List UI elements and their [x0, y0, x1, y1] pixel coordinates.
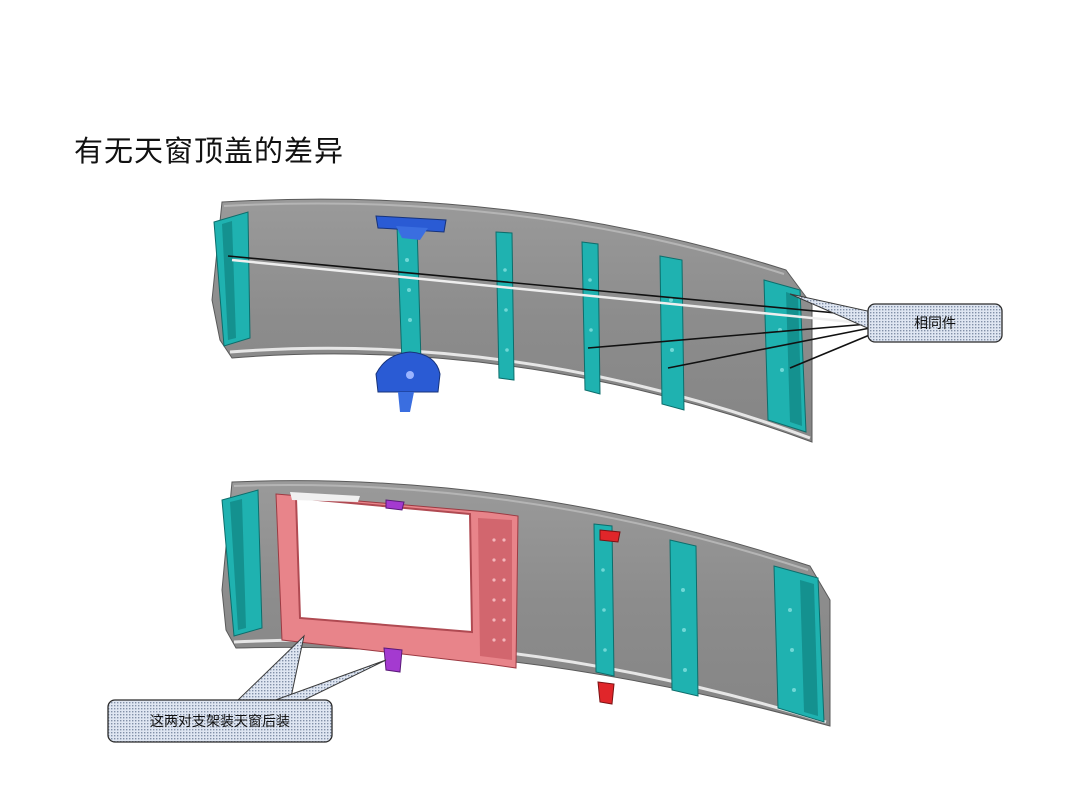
- roof-bow-sunroof-1: [593, 523, 615, 677]
- callout-sunroof-brackets-text: 这两对支架装天窗后装: [150, 713, 290, 730]
- callout-sunroof-brackets: 这两对支架装天窗后装: [107, 699, 333, 743]
- same-parts-leaders: [227, 255, 873, 369]
- roof-bow-sunroof-2: [669, 539, 699, 697]
- slide-title: 有无天窗顶盖的差异: [74, 134, 345, 168]
- roof-bow-4: [659, 255, 685, 411]
- callout-same-parts-text: 相同件: [914, 316, 956, 332]
- purple-bracket-front: [385, 499, 405, 511]
- roof-bow-3: [581, 241, 601, 395]
- roof-bow-2: [495, 231, 515, 381]
- roof-edge-highlight: [229, 346, 811, 440]
- callout-same-parts: 相同件: [867, 303, 1003, 343]
- sunroof-opening: [294, 496, 474, 634]
- roof-with-sunroof: [221, 480, 831, 727]
- roof-without-sunroof: [211, 198, 813, 443]
- red-bracket-front: [599, 529, 621, 543]
- purple-bracket-rear: [383, 647, 403, 673]
- red-bracket-rear: [597, 681, 615, 705]
- blue-bracket-front: [375, 215, 447, 233]
